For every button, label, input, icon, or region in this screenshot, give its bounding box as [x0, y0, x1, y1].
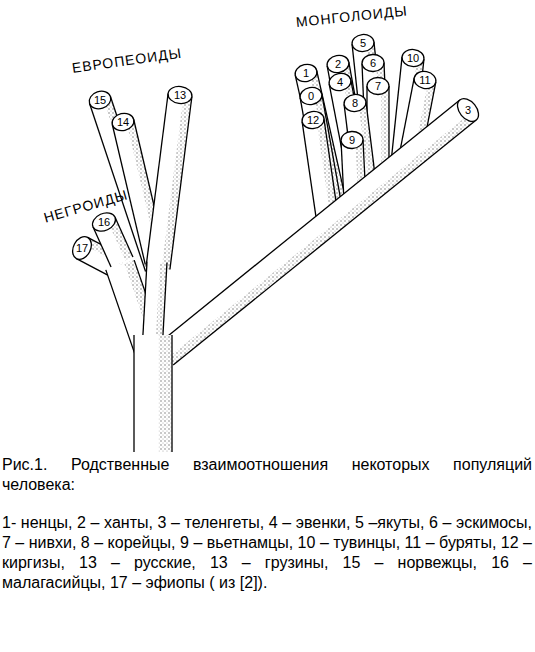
- callout-number: 3: [465, 105, 471, 116]
- group-label: ЕВРОПЕОИДЫ: [71, 45, 183, 76]
- tube-edge: [341, 141, 344, 202]
- tube-edge: [302, 122, 317, 225]
- figure-caption: Рис.1. Родственные взаимоотношения некот…: [2, 455, 532, 495]
- branch-tube: [157, 95, 483, 366]
- tube-tip: [351, 33, 375, 52]
- tube-tip: [362, 54, 385, 72]
- tube-tip: [110, 111, 135, 133]
- callout-number: 9: [349, 135, 355, 146]
- callout-number: 7: [375, 81, 381, 92]
- trunk: [134, 335, 172, 452]
- tube-tip: [328, 72, 353, 93]
- stipple-shade: [167, 113, 476, 365]
- tube-edge: [133, 335, 134, 452]
- tube-tip: [90, 209, 119, 234]
- callout-number: 8: [352, 98, 358, 109]
- callout-number: 4: [337, 77, 343, 88]
- callout-number: 10: [407, 53, 419, 64]
- callout-number: 2: [335, 59, 341, 70]
- callout-number: 6: [370, 58, 376, 69]
- tube-fill: [134, 335, 172, 452]
- tube-edge: [157, 100, 460, 345]
- callout-number: 0: [308, 91, 314, 102]
- tube-tip: [453, 95, 483, 126]
- tube-edge: [146, 93, 168, 266]
- tube-tip: [167, 85, 193, 105]
- tube-edge: [171, 335, 172, 452]
- tube-tip: [87, 88, 113, 111]
- tube-tip: [326, 54, 351, 75]
- tube-tip: [301, 110, 325, 130]
- tube-fill: [157, 100, 476, 365]
- tube-edge: [93, 227, 111, 267]
- branch-tube: [90, 209, 133, 267]
- tube-tip: [413, 70, 438, 91]
- group-label: МОНГОЛОИДЫ: [295, 2, 408, 30]
- tube-edge: [173, 120, 476, 365]
- callout-number: 1: [303, 68, 309, 79]
- callout-number: 11: [419, 75, 430, 86]
- callout-number: 13: [174, 90, 186, 101]
- tube-tip: [401, 48, 425, 67]
- callout-number: 14: [117, 117, 129, 128]
- callout-number: 16: [98, 217, 110, 228]
- tube-tip: [293, 62, 318, 83]
- tube-tip: [69, 233, 95, 262]
- legend-note: 1- ненцы, 2 – ханты, 3 – теленгеты, 4 – …: [2, 513, 532, 593]
- branch-tube: [146, 85, 193, 269]
- tube-edge: [170, 97, 192, 270]
- tube-tip: [341, 131, 364, 149]
- callout-number: 17: [76, 243, 88, 254]
- tube-tip: [299, 86, 324, 107]
- stipple-shade: [159, 335, 172, 452]
- tube-tip: [343, 93, 367, 113]
- callout-number: 15: [94, 95, 106, 106]
- callout-number: 12: [307, 115, 319, 126]
- tube-fill: [146, 93, 192, 269]
- callout-number: 5: [360, 38, 366, 49]
- tube-edge: [106, 270, 136, 357]
- stipple-shade: [162, 95, 192, 269]
- tube-tip: [367, 78, 389, 95]
